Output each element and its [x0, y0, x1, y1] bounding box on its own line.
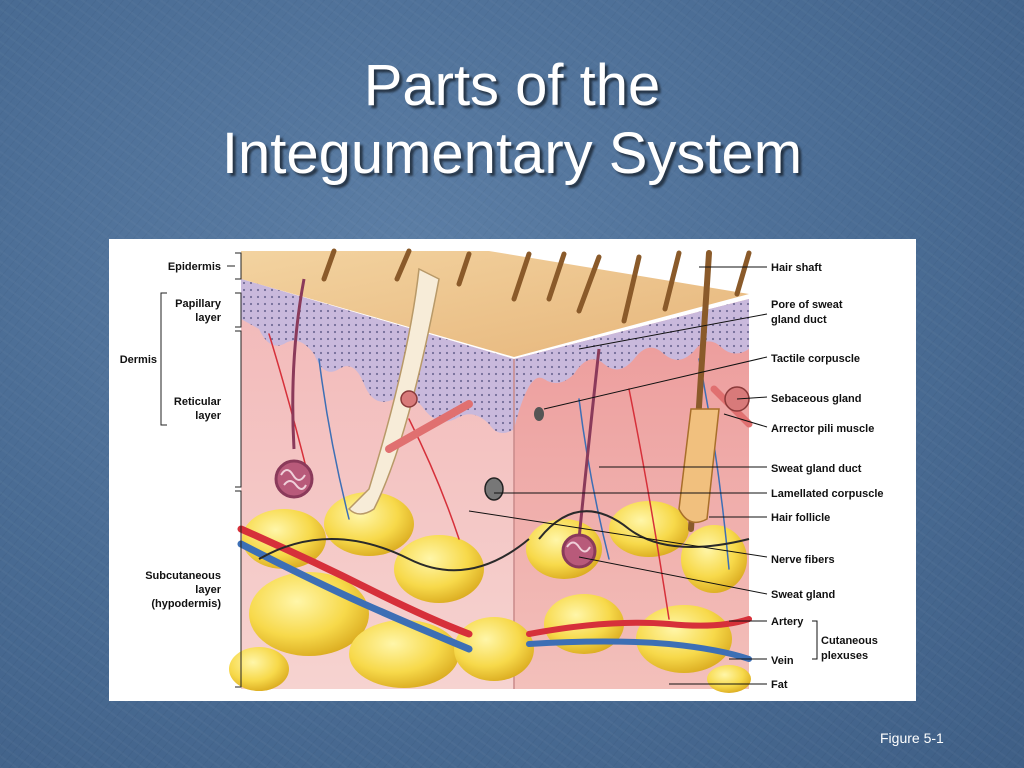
slide-title: Parts of the Integumentary System [0, 52, 1024, 188]
label-arrector-pili: Arrector pili muscle [771, 423, 874, 435]
label-papillary-1: Papillary [175, 298, 222, 310]
title-line-2: Integumentary System [221, 121, 803, 186]
skin-diagram-illustration: Epidermis Papillary layer Dermis Reticul… [120, 248, 884, 693]
label-reticular-2: layer [195, 410, 221, 422]
label-pore-1: Pore of sweat [771, 299, 843, 311]
label-sebaceous-gland: Sebaceous gland [771, 393, 861, 405]
label-lamellated-corpuscle: Lamellated corpuscle [771, 488, 884, 500]
label-subcutaneous-2: layer [195, 584, 221, 596]
label-sweat-gland: Sweat gland [771, 589, 835, 601]
label-subcutaneous-1: Subcutaneous [145, 570, 221, 582]
label-epidermis: Epidermis [168, 261, 221, 273]
label-cutaneous-1: Cutaneous [821, 635, 878, 647]
leader-lines [468, 266, 818, 685]
left-brackets [160, 252, 242, 688]
right-labels: Hair shaft Pore of sweat gland duct Tact… [771, 262, 884, 691]
hair-follicles [347, 267, 720, 524]
label-vein: Vein [771, 655, 794, 667]
label-hair-shaft: Hair shaft [771, 262, 822, 274]
label-pore-2: gland duct [771, 314, 827, 326]
figure-label: Figure 5-1 [880, 730, 944, 746]
label-reticular-1: Reticular [174, 396, 222, 408]
label-subcutaneous-3: (hypodermis) [151, 598, 221, 610]
label-artery: Artery [771, 616, 804, 628]
label-dermis: Dermis [120, 354, 157, 366]
label-cutaneous-2: plexuses [821, 650, 868, 662]
title-line-1: Parts of the [363, 53, 661, 118]
skin-diagram: Epidermis Papillary layer Dermis Reticul… [109, 239, 916, 701]
label-tactile-corpuscle: Tactile corpuscle [771, 353, 860, 365]
corpuscles-nerves [258, 407, 750, 572]
glands-muscles [385, 385, 753, 453]
label-papillary-2: layer [195, 312, 221, 324]
label-sweat-gland-duct: Sweat gland duct [771, 463, 862, 475]
left-labels: Epidermis Papillary layer Dermis Reticul… [120, 261, 222, 610]
label-hair-follicle: Hair follicle [771, 512, 830, 524]
label-fat: Fat [771, 679, 788, 691]
label-nerve-fibers: Nerve fibers [771, 554, 835, 566]
